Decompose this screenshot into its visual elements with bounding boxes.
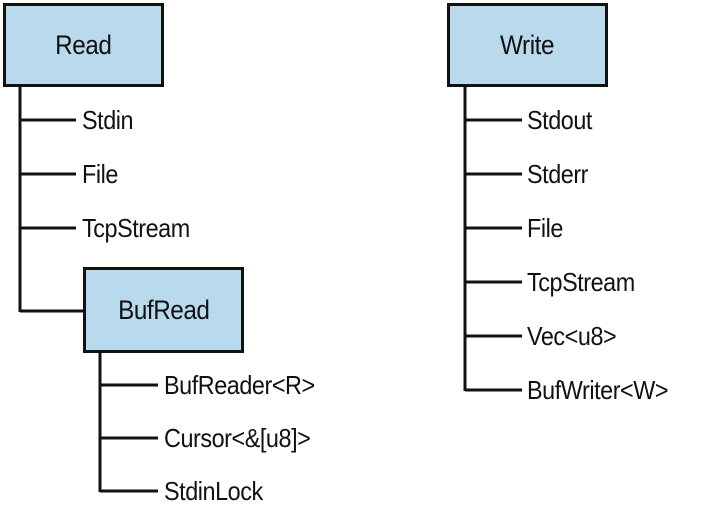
read-trait-title: Read [55, 29, 112, 60]
bufread-trait-title: BufRead [117, 294, 210, 325]
bufread-item-bufreader: BufReader<R> [164, 370, 315, 400]
bufread-item-stdinlock: StdinLock [164, 476, 263, 506]
write-item-bufwriter: BufWriter<W> [527, 375, 669, 405]
read-item-tcpstream: TcpStream [82, 213, 190, 243]
write-item-tcpstream: TcpStream [527, 267, 635, 297]
bufread-item-cursor: Cursor<&[u8]> [164, 423, 311, 453]
write-item-stderr: Stderr [527, 159, 589, 189]
read-item-stdin: Stdin [82, 105, 134, 135]
read-item-file: File [82, 159, 118, 189]
read-trait-box: Read [3, 3, 164, 87]
write-item-file: File [527, 213, 563, 243]
write-item-vec: Vec<u8> [527, 321, 617, 351]
write-item-stdout: Stdout [527, 105, 592, 135]
bufread-trait-box: BufRead [83, 267, 244, 353]
write-trait-title: Write [500, 29, 555, 60]
write-trait-box: Write [447, 3, 608, 87]
